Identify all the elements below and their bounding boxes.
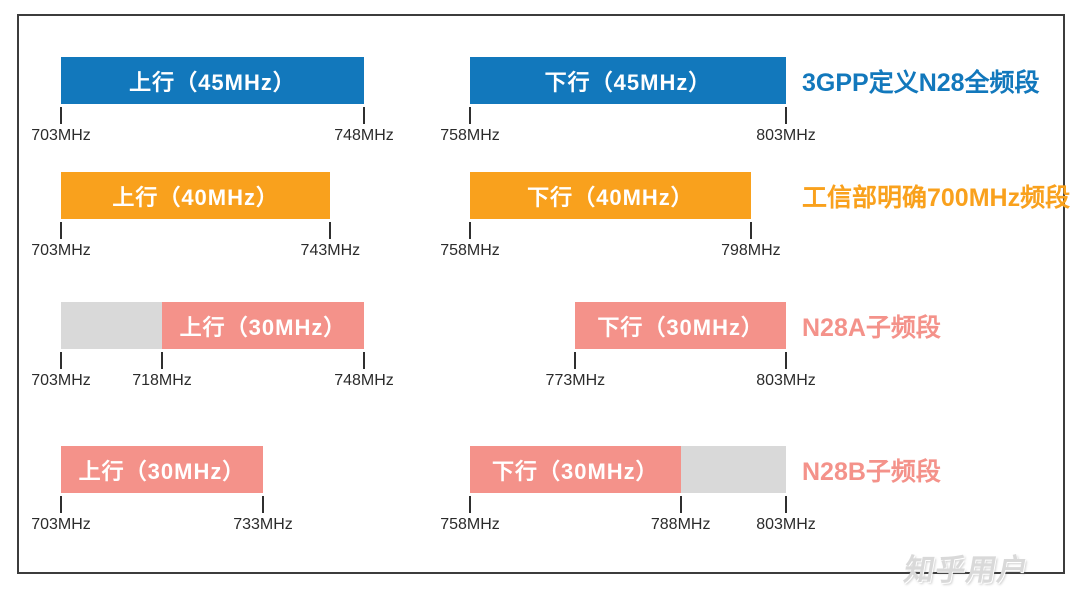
freq-tick [363, 352, 365, 369]
row-caption-n28a: N28A子频段 [802, 313, 941, 342]
freq-tick-label: 703MHz [31, 242, 91, 259]
freq-tick-label: 703MHz [31, 127, 91, 144]
freq-tick-label: 703MHz [31, 372, 91, 389]
unused-band-bar [61, 302, 162, 349]
freq-tick-label: 798MHz [721, 242, 781, 259]
freq-tick-label: 703MHz [31, 516, 91, 533]
row-caption-3gpp-n28-full: 3GPP定义N28全频段 [802, 68, 1040, 97]
band-bar-label: 下行（40MHz） [527, 184, 694, 210]
freq-tick-label: 803MHz [756, 372, 816, 389]
band-bar-label: 上行（30MHz） [179, 314, 347, 340]
downlink-band-bar: 下行（30MHz） [575, 302, 786, 349]
freq-tick [749, 222, 752, 239]
freq-tick [469, 496, 471, 513]
band-bar-label: 下行（30MHz） [491, 458, 659, 484]
band-bar-label: 下行（30MHz） [597, 314, 764, 340]
freq-tick-label: 788MHz [650, 516, 711, 533]
freq-tick [469, 107, 471, 124]
freq-tick [679, 496, 682, 513]
freq-tick [363, 107, 365, 124]
freq-tick [262, 496, 264, 513]
watermark: 知乎用户 [901, 554, 1032, 587]
uplink-band-bar: 上行（30MHz） [162, 302, 364, 349]
freq-tick [60, 222, 62, 239]
downlink-band-bar: 下行（45MHz） [470, 57, 786, 104]
freq-tick-label: 733MHz [233, 516, 293, 533]
freq-tick-label: 748MHz [334, 372, 394, 389]
freq-tick [60, 496, 62, 513]
uplink-band-bar: 上行（30MHz） [61, 446, 263, 493]
freq-tick [785, 107, 787, 124]
freq-tick-label: 718MHz [132, 372, 192, 389]
freq-tick-label: 758MHz [440, 127, 500, 144]
diagram-frame [17, 14, 1065, 574]
freq-tick-label: 748MHz [334, 127, 394, 144]
band-bar-label: 上行（45MHz） [129, 69, 296, 95]
freq-tick [60, 107, 62, 124]
band-bar-label: 上行（40MHz） [112, 184, 279, 210]
uplink-band-bar: 上行（40MHz） [61, 172, 331, 219]
freq-tick [469, 222, 471, 239]
downlink-band-bar: 下行（40MHz） [470, 172, 751, 219]
freq-tick [161, 352, 163, 369]
uplink-band-bar: 上行（45MHz） [61, 57, 364, 104]
unused-band-bar [680, 446, 786, 493]
row-caption-miit-700mhz: 工信部明确700MHz频段 [802, 183, 1071, 212]
downlink-band-bar: 下行（30MHz） [470, 446, 681, 493]
freq-tick-label: 758MHz [440, 242, 500, 259]
freq-tick-label: 803MHz [756, 127, 816, 144]
band-bar-label: 下行（45MHz） [544, 69, 712, 95]
freq-tick-label: 743MHz [300, 242, 361, 259]
freq-tick-label: 803MHz [756, 516, 816, 533]
freq-tick [574, 352, 577, 369]
freq-tick [329, 222, 332, 239]
freq-tick [785, 496, 787, 513]
freq-tick-label: 773MHz [545, 372, 606, 389]
row-caption-n28b: N28B子频段 [802, 457, 941, 486]
freq-tick-label: 758MHz [440, 516, 500, 533]
band-bar-label: 上行（30MHz） [78, 458, 246, 484]
freq-tick [60, 352, 62, 369]
freq-tick [785, 352, 787, 369]
